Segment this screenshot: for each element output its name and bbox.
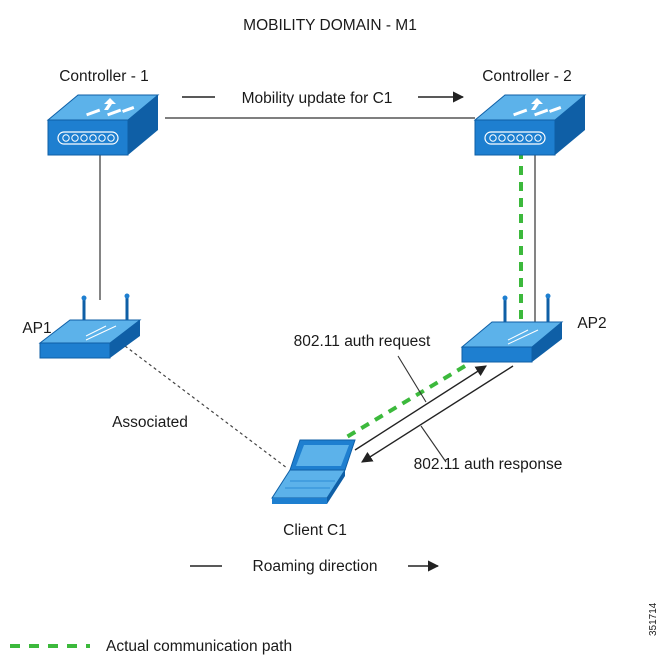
figure-id: 351714 [648, 602, 659, 636]
auth-request-label: 802.11 auth request [294, 333, 431, 350]
ap1-icon [40, 294, 140, 359]
associated-link [125, 346, 287, 468]
ap2-icon [462, 294, 562, 363]
associated-label: Associated [112, 414, 188, 431]
auth-request-leader [398, 356, 426, 402]
controller-1-icon [48, 95, 158, 155]
auth-response-label: 802.11 auth response [414, 456, 563, 473]
green-path-client-ap2 [345, 366, 465, 438]
ap2-label: AP2 [577, 315, 606, 332]
auth-request-arrow [355, 366, 486, 450]
mobility-update-label: Mobility update for C1 [242, 90, 393, 107]
legend-label: Actual communication path [106, 638, 292, 655]
laptop-icon [272, 440, 355, 504]
diagram-title: MOBILITY DOMAIN - M1 [243, 17, 417, 34]
ap1-label: AP1 [22, 320, 51, 337]
controller-2-icon [475, 95, 585, 155]
controller-1-label: Controller - 1 [59, 68, 149, 85]
client-c1-label: Client C1 [283, 522, 347, 539]
controller-2-label: Controller - 2 [482, 68, 572, 85]
auth-response-arrow [362, 366, 513, 462]
roaming-direction-label: Roaming direction [253, 558, 378, 575]
